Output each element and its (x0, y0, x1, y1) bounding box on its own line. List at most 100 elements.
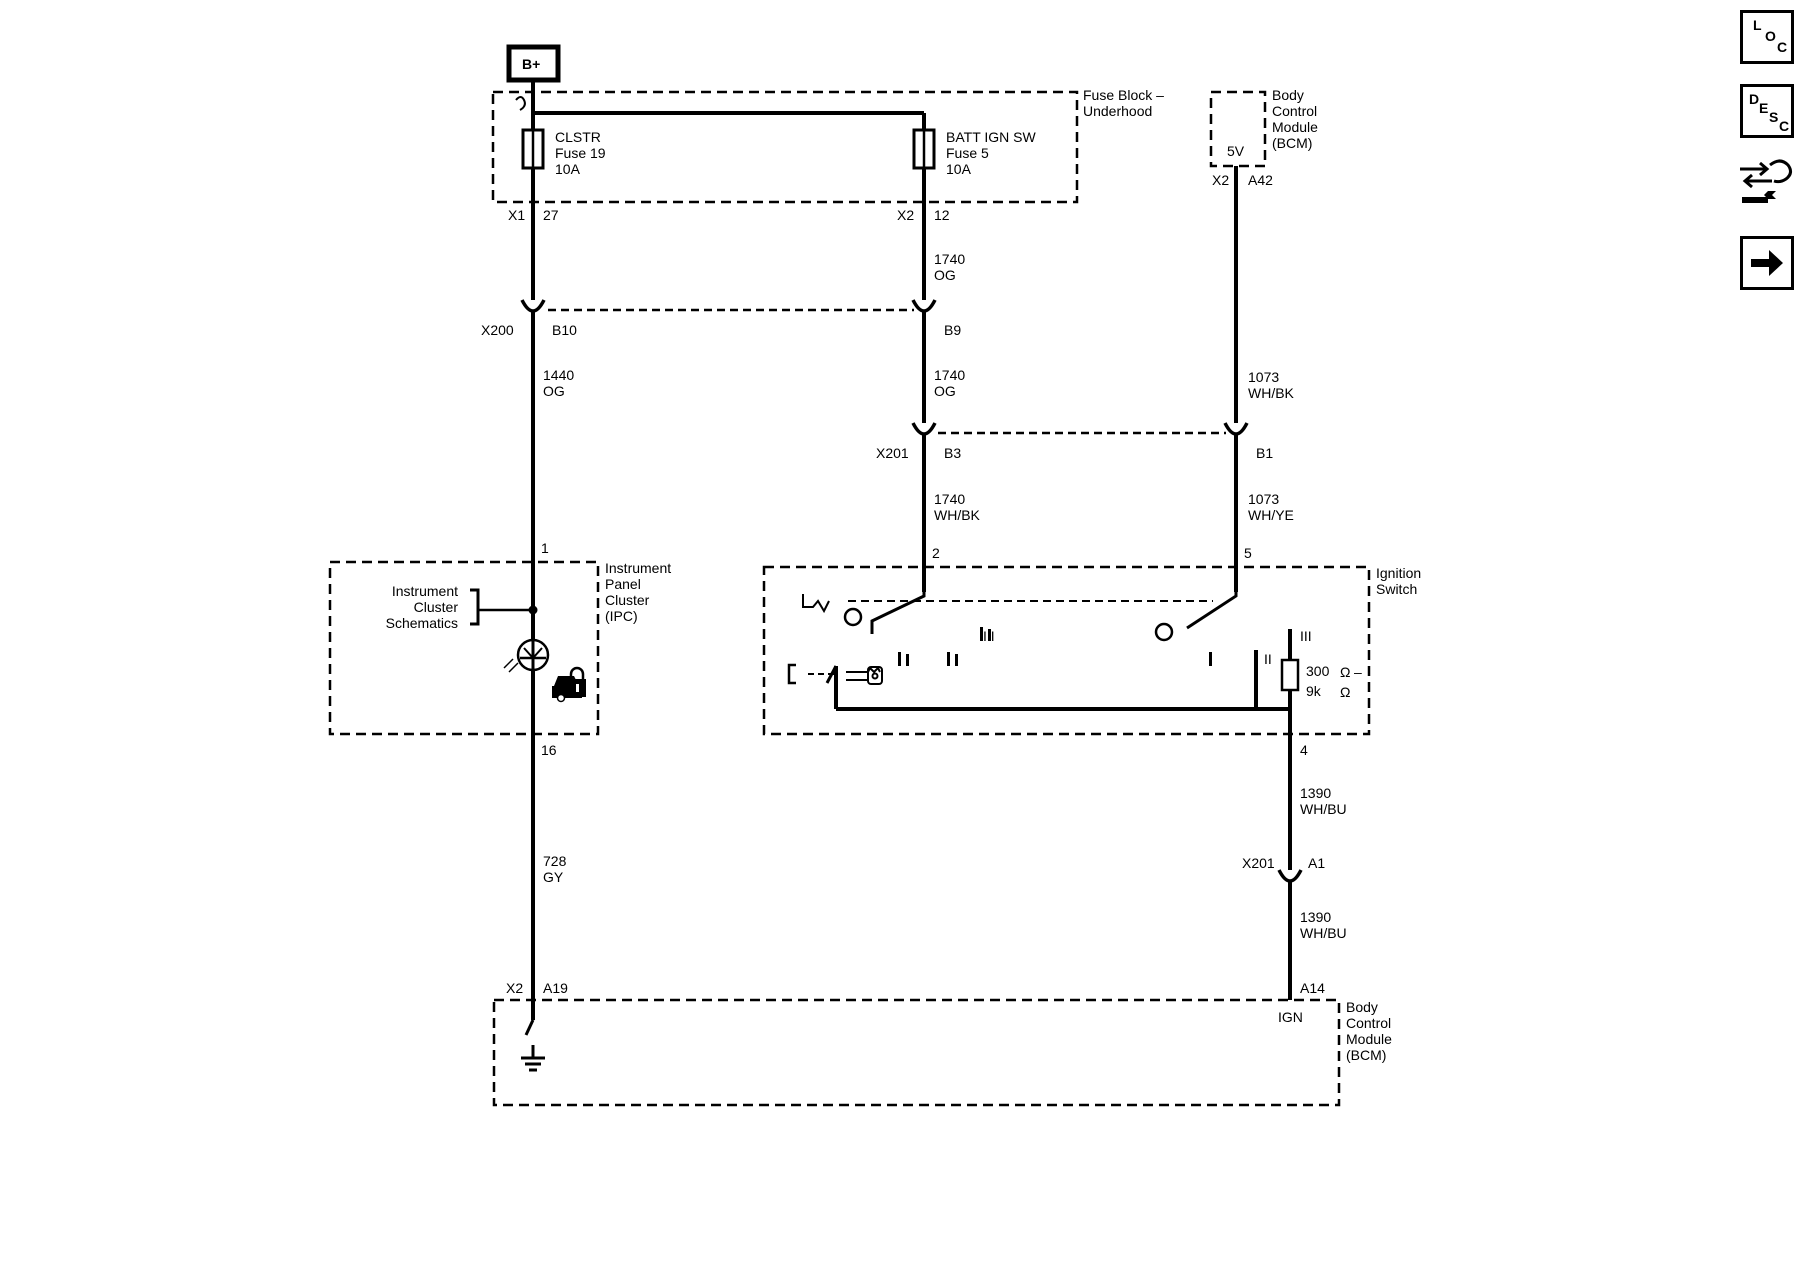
splice-symbol (515, 96, 526, 111)
wire-1390-whbu-b-circuit: 1390 (1300, 909, 1331, 925)
x200-pin-b10: B10 (552, 322, 577, 338)
location-button[interactable]: L O C (1740, 10, 1794, 64)
wire-728-gy-color: GY (543, 869, 564, 885)
ign-pos-ii-2: II (1264, 651, 1272, 667)
fuse-right-rating: 10A (946, 161, 972, 177)
b-plus-label: B+ (522, 56, 540, 72)
x201-bottom-name: X201 (1242, 855, 1275, 871)
schematics-reference-bracket (470, 588, 480, 626)
connector-x201-b3-icon (911, 422, 937, 436)
ign-resistor-ohm-1: Ω (1340, 664, 1350, 680)
wire-1073-whbk-color: WH/BK (1248, 385, 1295, 401)
switch-e-bracket (787, 663, 796, 685)
ign-resistor-value-2: 9k (1306, 683, 1322, 699)
fuse-left-pin: 27 (543, 207, 559, 223)
wire-1740-og-b-circuit: 1740 (934, 367, 965, 383)
description-button[interactable]: D E S C (1740, 84, 1794, 138)
loc-letter-l: L (1753, 17, 1762, 33)
wire-1390-whbu-b-color: WH/BU (1300, 925, 1347, 941)
fuse-left-rating: 10A (555, 161, 581, 177)
bcm-top-name-2: Control (1272, 103, 1317, 119)
bcm-top-name-1: Body (1272, 87, 1304, 103)
bcm-top-name-4: (BCM) (1272, 135, 1312, 151)
wire-1740-whbk-color: WH/BK (934, 507, 981, 523)
x201-top-name: X201 (876, 445, 909, 461)
bcm-bottom-box (492, 998, 1341, 1107)
fuse-block-name-1: Fuse Block – (1083, 87, 1164, 103)
fuse-block-name-2: Underhood (1083, 103, 1152, 119)
wrench-arrows-icon (1740, 159, 1793, 203)
instrument-panel-cluster-box (328, 560, 600, 736)
bcm-top-pin: A42 (1248, 172, 1273, 188)
ipc-pin-1: 1 (541, 540, 549, 556)
desc-letter-s: S (1769, 109, 1779, 125)
ipc-ref-2: Cluster (414, 599, 459, 615)
x201-pin-b3: B3 (944, 445, 961, 461)
ipc-name-1: Instrument (605, 560, 671, 576)
x200-name: X200 (481, 322, 514, 338)
fuse-block-underhood (491, 90, 1079, 204)
wire-1390-whbu-a-color: WH/BU (1300, 801, 1347, 817)
bcm-bottom-connector: X2 (506, 980, 523, 996)
wire-1073-whye-color: WH/YE (1248, 507, 1294, 523)
switch-position-marks (898, 627, 1212, 666)
switch-contact-pin-5 (1186, 592, 1238, 630)
loc-letter-c: C (1777, 39, 1788, 55)
switch-terminal-acc (1154, 622, 1174, 642)
bcm-top-voltage: 5V (1227, 143, 1245, 159)
wire-1740-og-a-circuit: 1740 (934, 251, 965, 267)
wire-728-gy-circuit: 728 (543, 853, 567, 869)
desc-letter-d: D (1749, 91, 1760, 107)
fuse-right-name: BATT IGN SW (946, 129, 1036, 145)
ign-name-2: Switch (1376, 581, 1417, 597)
ign-resistor-ohm-2: Ω (1340, 684, 1350, 700)
wire-1073-whye-circuit: 1073 (1248, 491, 1279, 507)
ign-name-1: Ignition (1376, 565, 1421, 581)
switch-terminal-off (843, 607, 863, 627)
wire-1740-whbk-circuit: 1740 (934, 491, 965, 507)
next-page-button[interactable] (1740, 236, 1794, 290)
wire-1740-og-a-color: OG (934, 267, 956, 283)
security-lock-icon (552, 666, 586, 703)
ignition-switch-box (762, 565, 1371, 736)
loc-letter-o: O (1765, 28, 1776, 44)
ign-pos-iii-2: III (1300, 628, 1312, 644)
ipc-name-3: Cluster (605, 592, 650, 608)
ign-pin-2: 2 (932, 545, 940, 561)
wire-1740-og-b-color: OG (934, 383, 956, 399)
fuse-right-connector: X2 (897, 207, 914, 223)
wire-1073-whbk-circuit: 1073 (1248, 369, 1279, 385)
wire-1440-og-circuit: 1440 (543, 367, 574, 383)
connector-x200-b9-icon (911, 299, 937, 313)
lock-position-symbol (802, 594, 830, 614)
bcm-bottom-name-1: Body (1346, 999, 1378, 1015)
ipc-name-2: Panel (605, 576, 641, 592)
wire-1440-og-color: OG (543, 383, 565, 399)
bcm-bottom-name-3: Module (1346, 1031, 1392, 1047)
fuse-right-number: Fuse 5 (946, 145, 989, 161)
ign-pos-iii-1: III (983, 628, 995, 644)
connector-x201-b1-icon (1223, 422, 1249, 436)
bcm-bottom-name-4: (BCM) (1346, 1047, 1386, 1063)
ign-pin-5: 5 (1244, 545, 1252, 561)
bcm-bottom-ign: IGN (1278, 1009, 1303, 1025)
fuse-left-connector: X1 (508, 207, 525, 223)
bcm-bottom-pin-a19: A19 (543, 980, 568, 996)
ign-resistor-dash: – (1354, 664, 1362, 680)
fuse-right-pin: 12 (934, 207, 950, 223)
wire-1390-whbu-a-circuit: 1390 (1300, 785, 1331, 801)
ipc-pin-16: 16 (541, 742, 557, 758)
desc-letter-c: C (1779, 118, 1790, 134)
bcm-bottom-pin-a14: A14 (1300, 980, 1325, 996)
ignition-resistor (1280, 658, 1300, 692)
ignition-key-icon (846, 666, 883, 685)
connector-x200-b10-icon (520, 299, 546, 313)
ign-resistor-value-1: 300 (1306, 663, 1330, 679)
ipc-name-4: (IPC) (605, 608, 638, 624)
ipc-ref-3: Schematics (386, 615, 458, 631)
connector-x201-a1-icon (1277, 869, 1303, 883)
bcm-bottom-name-2: Control (1346, 1015, 1391, 1031)
fuse-left-number: Fuse 19 (555, 145, 606, 161)
diagnostic-tool-button[interactable] (1736, 155, 1796, 215)
